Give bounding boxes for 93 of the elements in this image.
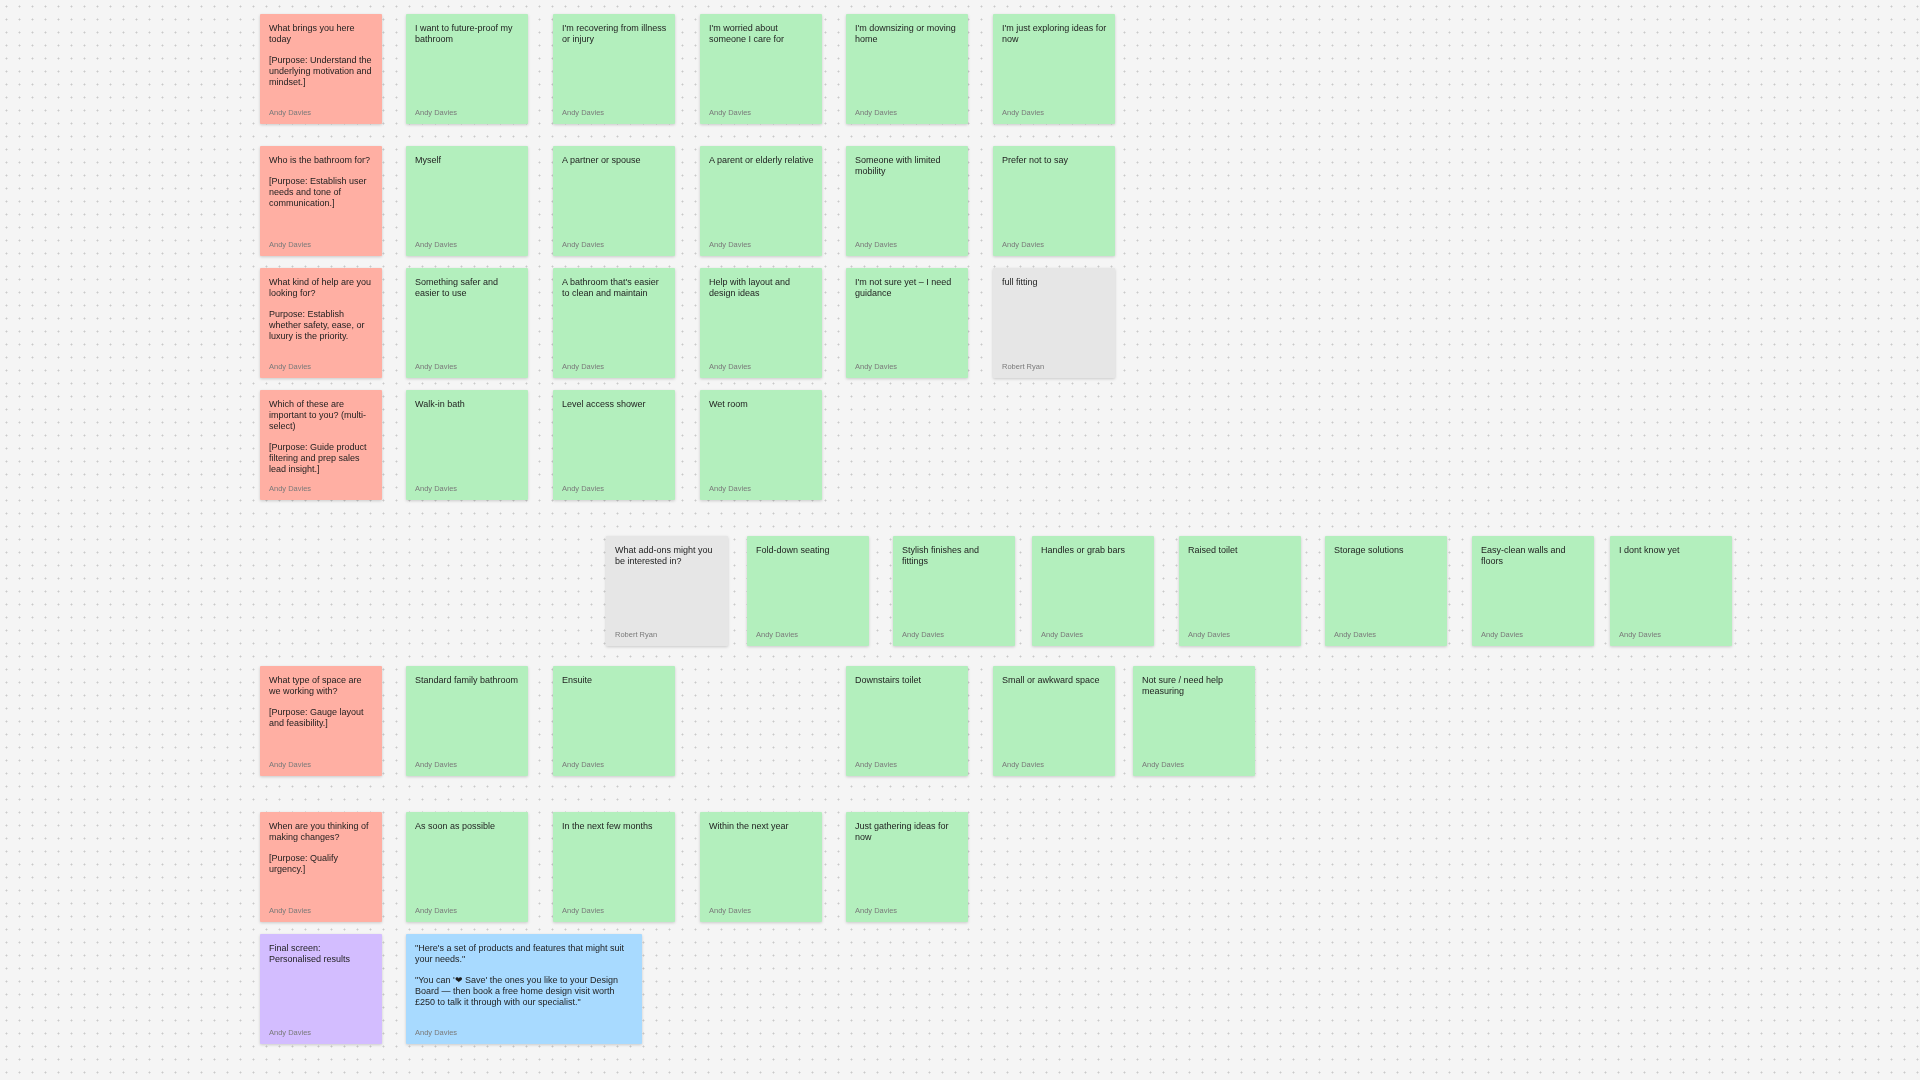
note-text: Within the next year <box>709 821 790 832</box>
sticky-note <box>553 146 675 256</box>
note-text: Level access shower <box>562 399 647 410</box>
sticky-note <box>846 14 968 124</box>
note-detail: Purpose: Establish whether safety, ease, or luxury is the priority. <box>269 309 366 342</box>
sticky-note <box>406 934 642 1044</box>
sticky-note <box>553 390 675 500</box>
note-text: Fold-down seating <box>756 545 831 556</box>
note-text: When are you thinking of making changes? <box>269 821 370 843</box>
sticky-note <box>700 390 822 500</box>
note-text: A bathroom that's easier to clean and maintain <box>562 277 660 299</box>
sticky-note <box>406 390 528 500</box>
note-text: I dont know yet <box>1619 545 1681 556</box>
sticky-note <box>406 14 528 124</box>
sticky-note <box>406 268 528 378</box>
sticky-note <box>846 268 968 378</box>
sticky-note <box>260 14 382 124</box>
note-text: What type of space are we working with? <box>269 675 363 697</box>
sticky-note <box>700 14 822 124</box>
sticky-note <box>993 14 1115 124</box>
sticky-note <box>1325 536 1447 646</box>
sticky-note <box>1179 536 1301 646</box>
sticky-note <box>993 666 1115 776</box>
note-text: Final screen: Personalised results <box>269 943 352 965</box>
sticky-note <box>1610 536 1732 646</box>
note-text: "Here's a set of products and features that might suit your needs." <box>415 943 626 965</box>
sticky-note <box>846 146 968 256</box>
note-text: Help with layout and design ideas <box>709 277 792 299</box>
note-text: Standard family bathroom <box>415 675 520 686</box>
note-text: Which of these are important to you? (multi-select) <box>269 399 368 432</box>
sticky-note <box>1472 536 1594 646</box>
note-text: full fitting <box>1002 277 1039 288</box>
sticky-note <box>260 146 382 256</box>
note-text: Prefer not to say <box>1002 155 1070 166</box>
note-text: Small or awkward space <box>1002 675 1101 686</box>
sticky-note <box>553 268 675 378</box>
note-detail: [Purpose: Guide product filtering and prep sales lead insight.] <box>269 442 368 475</box>
sticky-note <box>406 666 528 776</box>
note-text: Someone with limited mobility <box>855 155 942 177</box>
note-text: Just gathering ideas for now <box>855 821 950 843</box>
sticky-note <box>1032 536 1154 646</box>
sticky-note <box>553 14 675 124</box>
sticky-note <box>700 146 822 256</box>
note-text: I'm recovering from illness or injury <box>562 23 667 45</box>
sticky-note <box>993 146 1115 256</box>
note-detail: [Purpose: Gauge layout and feasibility.] <box>269 707 365 729</box>
sticky-note <box>260 268 382 378</box>
note-text: A parent or elderly relative <box>709 155 814 166</box>
sticky-note <box>700 268 822 378</box>
note-detail: [Purpose: Qualify urgency.] <box>269 853 340 875</box>
note-text: I'm just exploring ideas for now <box>1002 23 1107 45</box>
note-text: Who is the bathroom for? <box>269 155 372 166</box>
note-text: Downstairs toilet <box>855 675 923 686</box>
sticky-note <box>260 666 382 776</box>
note-text: Easy-clean walls and floors <box>1481 545 1567 567</box>
sticky-note <box>747 536 869 646</box>
note-text: Something safer and easier to use <box>415 277 500 299</box>
note-text: Storage solutions <box>1334 545 1405 556</box>
note-text: Ensuite <box>562 675 594 686</box>
note-text: In the next few months <box>562 821 654 832</box>
sticky-note <box>260 934 382 1044</box>
note-text: What add-ons might you be interested in? <box>615 545 714 567</box>
sticky-note <box>606 536 728 646</box>
note-text: Wet room <box>709 399 749 410</box>
sticky-note <box>553 812 675 922</box>
note-text: I'm worried about someone I care for <box>709 23 786 45</box>
sticky-note <box>700 812 822 922</box>
note-text: As soon as possible <box>415 821 497 832</box>
note-text: A partner or spouse <box>562 155 642 166</box>
sticky-note <box>993 268 1115 378</box>
sticky-note <box>260 390 382 500</box>
note-detail: "You can '❤ Save' the ones you like to your Design Board — then book a free home design visit worth £250 to talk it through with our specialist." <box>415 975 619 1008</box>
note-text: Raised toilet <box>1188 545 1239 556</box>
note-text: Walk-in bath <box>415 399 466 410</box>
sticky-note <box>1133 666 1255 776</box>
note-detail: [Purpose: Establish user needs and tone of communication.] <box>269 176 368 209</box>
note-text: Myself <box>415 155 442 166</box>
note-detail: [Purpose: Understand the underlying motivation and mindset.] <box>269 55 373 88</box>
note-text: Handles or grab bars <box>1041 545 1127 556</box>
sticky-note <box>893 536 1015 646</box>
sticky-note <box>406 812 528 922</box>
note-text: Not sure / need help measuring <box>1142 675 1225 697</box>
note-text: What brings you here today <box>269 23 356 45</box>
sticky-note <box>406 146 528 256</box>
sticky-note <box>846 666 968 776</box>
sticky-note <box>553 666 675 776</box>
note-text: I want to future-proof my bathroom <box>415 23 514 45</box>
note-text: I'm not sure yet – I need guidance <box>855 277 953 299</box>
note-text: What kind of help are you looking for? <box>269 277 373 299</box>
note-text: Stylish finishes and fittings <box>902 545 981 567</box>
note-text: I'm downsizing or moving home <box>855 23 957 45</box>
sticky-note <box>846 812 968 922</box>
sticky-note <box>260 812 382 922</box>
